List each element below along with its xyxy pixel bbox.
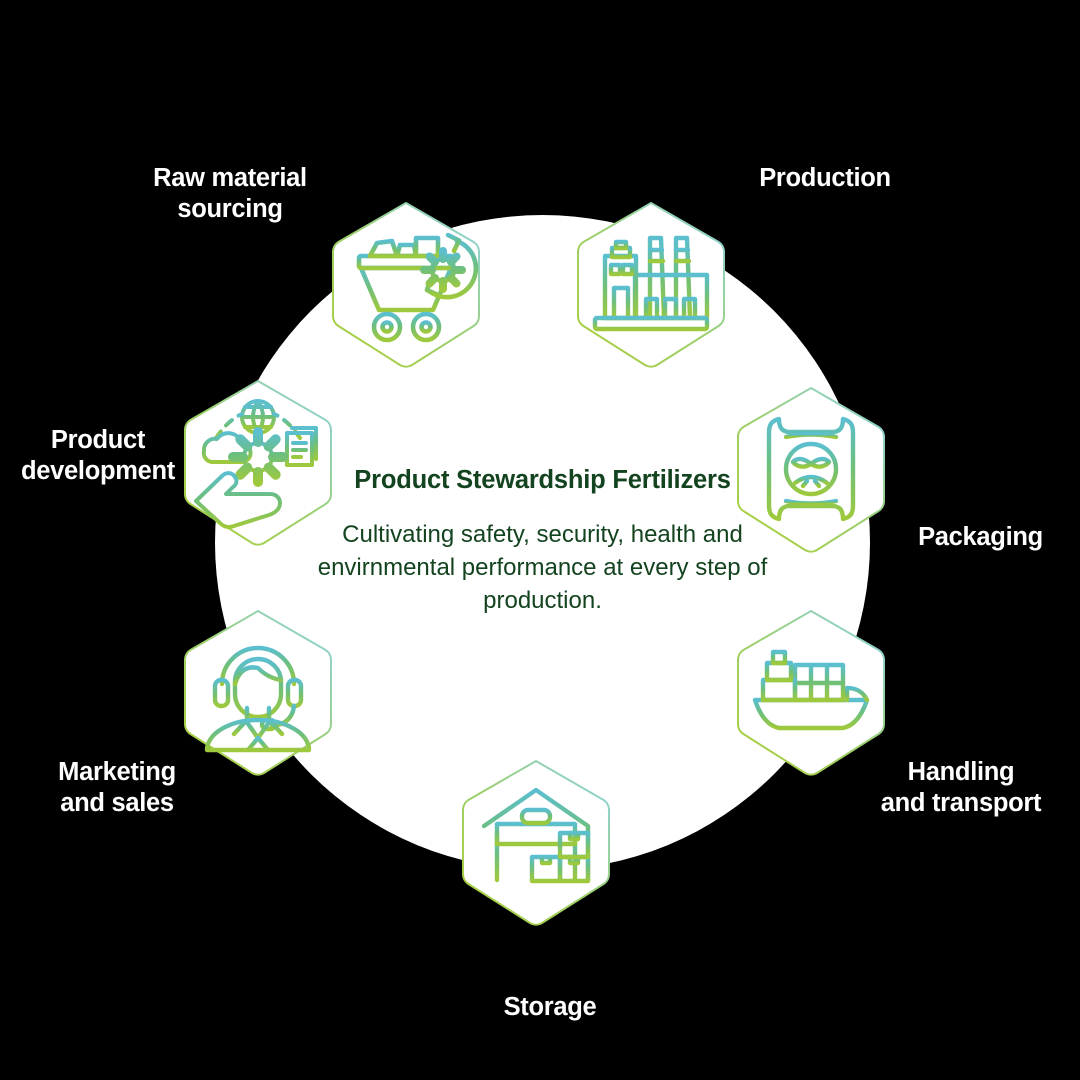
- label-storage: Storage: [503, 993, 597, 1021]
- cargo-ship-icon: [752, 637, 870, 731]
- node-handling-and-transport[interactable]: [735, 608, 887, 776]
- node-product-development[interactable]: [182, 378, 334, 546]
- label-marketing-and-sales: Marketing and sales: [58, 758, 176, 818]
- page-title: Product Stewardship Fertilizers: [354, 466, 731, 494]
- hexagon-outline: [183, 379, 333, 546]
- warehouse-icon: [481, 787, 591, 884]
- node-storage[interactable]: [460, 758, 612, 926]
- mining-cart-gear-icon: [356, 232, 479, 343]
- center-text-block: Product Stewardship Fertilizers Cultivat…: [290, 465, 795, 617]
- hexagon-outline: [331, 201, 481, 368]
- page-subtitle: Cultivating safety, security, health and…: [317, 520, 768, 614]
- node-production[interactable]: [575, 200, 727, 368]
- label-raw-material-sourcing: Raw material sourcing: [153, 164, 307, 224]
- label-packaging: Packaging: [918, 523, 1043, 551]
- factory-icon: [592, 235, 710, 332]
- headset-agent-icon: [204, 645, 312, 753]
- center-circle-backdrop: [215, 215, 870, 870]
- node-raw-material-sourcing[interactable]: [330, 200, 482, 368]
- node-marketing-and-sales[interactable]: [182, 608, 334, 776]
- label-production: Production: [759, 164, 891, 192]
- label-product-development: Product development: [21, 426, 175, 486]
- hexagon-outline: [183, 609, 333, 776]
- fertilizer-sack-icon: [766, 416, 856, 522]
- node-packaging[interactable]: [735, 385, 887, 553]
- label-handling-and-transport: Handling and transport: [880, 758, 1042, 818]
- hand-gear-globe-icon: [194, 399, 318, 529]
